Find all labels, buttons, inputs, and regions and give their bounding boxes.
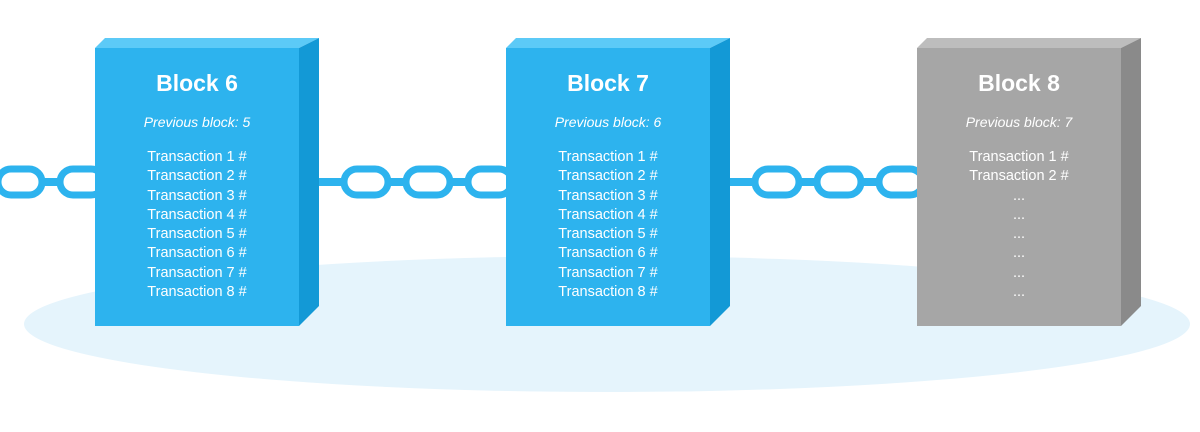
transaction-item: ... xyxy=(1012,206,1026,223)
transaction-item: Transaction 3 # xyxy=(147,187,247,204)
block-top-face xyxy=(95,38,319,48)
transaction-item: ... xyxy=(1012,226,1026,243)
block-title: Block 7 xyxy=(567,70,649,96)
transaction-list: Transaction 1 # Transaction 2 # Transact… xyxy=(95,148,299,302)
transaction-item: Transaction 2 # xyxy=(147,168,247,185)
transaction-item: Transaction 1 # xyxy=(558,149,658,165)
transaction-item: ... xyxy=(1012,284,1026,301)
block-title: Block 6 xyxy=(156,70,238,96)
transaction-item: Transaction 4 # xyxy=(558,206,658,223)
block-side-face xyxy=(299,38,319,326)
chain-link xyxy=(813,165,865,199)
block-7: Block 7 Previous block: 6 Transaction 1 … xyxy=(506,38,730,326)
chain-link xyxy=(340,165,392,199)
transaction-item: Transaction 2 # xyxy=(969,168,1069,185)
transaction-list: Transaction 1 # Transaction 2 # Transact… xyxy=(506,148,710,302)
block-front-face: Block 6 Previous block: 5 Transaction 1 … xyxy=(95,48,299,326)
block-title: Block 8 xyxy=(978,70,1060,96)
previous-block-ref: Previous block: 6 xyxy=(554,114,662,130)
transaction-item: Transaction 7 # xyxy=(558,264,658,281)
block-front-face: Block 7 Previous block: 6 Transaction 1 … xyxy=(506,48,710,326)
transaction-item: Transaction 5 # xyxy=(147,226,247,243)
transaction-list: Transaction 1 # Transaction 2 # ... ... … xyxy=(917,148,1121,302)
transaction-item: Transaction 6 # xyxy=(558,245,658,262)
transaction-item: Transaction 8 # xyxy=(558,284,658,301)
transaction-item: ... xyxy=(1012,264,1026,281)
block-side-face xyxy=(1121,38,1141,326)
transaction-item: Transaction 1 # xyxy=(969,149,1069,165)
transaction-item: Transaction 1 # xyxy=(147,149,247,165)
previous-block-ref: Previous block: 5 xyxy=(143,114,251,130)
transaction-item: Transaction 8 # xyxy=(147,284,247,301)
chain-link xyxy=(751,165,803,199)
transaction-item: Transaction 2 # xyxy=(558,168,658,185)
chain-link xyxy=(0,165,46,199)
block-top-face xyxy=(917,38,1141,48)
transaction-item: Transaction 6 # xyxy=(147,245,247,262)
transaction-item: Transaction 4 # xyxy=(147,206,247,223)
block-front-face: Block 8 Previous block: 7 Transaction 1 … xyxy=(917,48,1121,326)
transaction-item: Transaction 7 # xyxy=(147,264,247,281)
chain-bar xyxy=(0,178,95,186)
block-side-face xyxy=(710,38,730,326)
transaction-item: Transaction 3 # xyxy=(558,187,658,204)
transaction-item: ... xyxy=(1012,245,1026,262)
previous-block-ref: Previous block: 7 xyxy=(965,114,1073,130)
block-top-face xyxy=(506,38,730,48)
block-8: Block 8 Previous block: 7 Transaction 1 … xyxy=(917,38,1141,326)
chain-link xyxy=(402,165,454,199)
transaction-item: Transaction 5 # xyxy=(558,226,658,243)
block-6: Block 6 Previous block: 5 Transaction 1 … xyxy=(95,38,319,326)
transaction-item: ... xyxy=(1012,187,1026,204)
